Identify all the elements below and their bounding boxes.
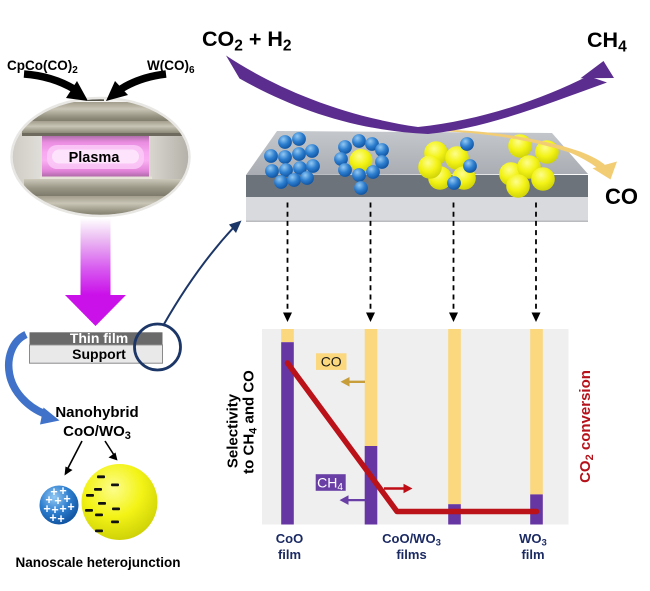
svg-text:+: + <box>59 484 66 498</box>
svg-text:Nanohybrid: Nanohybrid <box>55 404 138 421</box>
svg-text:to CH4 and CO: to CH4 and CO <box>241 370 260 474</box>
svg-text:+: + <box>67 500 74 514</box>
svg-text:CO: CO <box>605 184 638 209</box>
svg-text:CO: CO <box>321 353 342 369</box>
svg-text:Nanoscale heterojunction: Nanoscale heterojunction <box>15 555 180 570</box>
svg-text:CoO/WO3: CoO/WO3 <box>382 531 441 549</box>
svg-text:+: + <box>51 503 58 517</box>
svg-text:Selectivity: Selectivity <box>225 393 242 468</box>
svg-text:CoO/WO3: CoO/WO3 <box>63 423 131 442</box>
svg-text:WO3: WO3 <box>519 531 547 549</box>
svg-text:+: + <box>54 494 61 508</box>
svg-text:+: + <box>43 502 50 516</box>
svg-text:CoO: CoO <box>276 531 303 546</box>
svg-text:+: + <box>63 492 70 506</box>
svg-text:+: + <box>45 493 52 507</box>
svg-text:films: films <box>396 547 426 562</box>
svg-text:film: film <box>521 547 544 562</box>
svg-text:film: film <box>278 547 301 562</box>
svg-text:+: + <box>57 512 64 526</box>
svg-text:Thin film: Thin film <box>70 330 128 346</box>
svg-text:CH4: CH4 <box>317 474 343 493</box>
svg-text:CO2 conversion: CO2 conversion <box>577 370 596 483</box>
svg-text:+: + <box>59 502 66 516</box>
svg-text:+: + <box>50 485 57 499</box>
svg-text:Plasma: Plasma <box>69 150 121 166</box>
svg-text:Support: Support <box>72 346 126 362</box>
svg-text:CH4: CH4 <box>587 28 627 56</box>
svg-text:CO2 + H2: CO2 + H2 <box>202 27 292 55</box>
svg-text:+: + <box>49 511 56 525</box>
